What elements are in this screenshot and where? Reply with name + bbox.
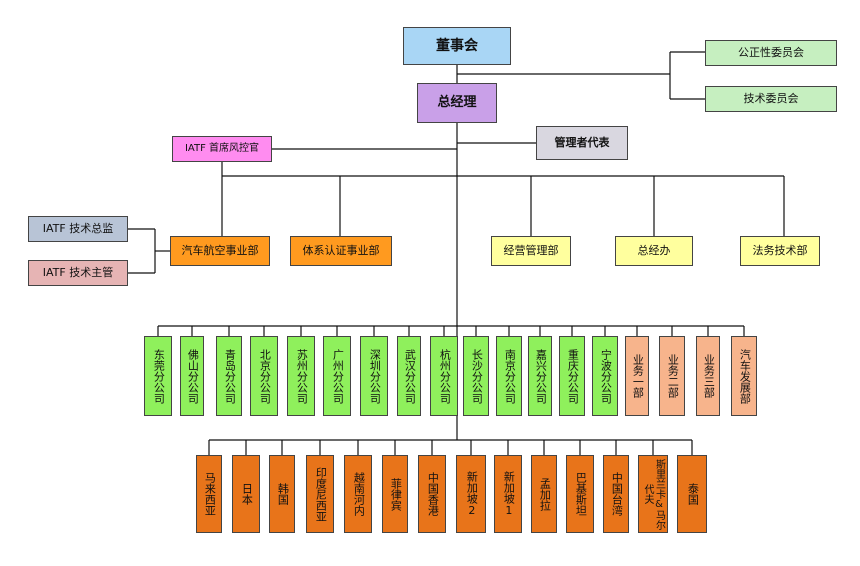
overseas-singapore-2: 新加坡2 bbox=[456, 455, 486, 533]
branch-chongqing: 重庆分公司 bbox=[559, 336, 585, 416]
branch-wuhan: 武汉分公司 bbox=[397, 336, 421, 416]
branch-changsha: 长沙分公司 bbox=[463, 336, 489, 416]
overseas-thailand: 泰国 bbox=[677, 455, 707, 533]
branch-shenzhen: 深圳分公司 bbox=[360, 336, 388, 416]
business-unit-1: 业务一部 bbox=[625, 336, 649, 416]
overseas-indonesia: 印度尼西亚 bbox=[306, 455, 334, 533]
business-unit-2: 业务二部 bbox=[659, 336, 685, 416]
overseas-taiwan: 中国台湾 bbox=[603, 455, 629, 533]
chief-risk-officer-box: IATF 首席风控官 bbox=[172, 136, 272, 162]
overseas-pakistan: 巴基斯坦 bbox=[566, 455, 594, 533]
general-manager-box: 总经理 bbox=[417, 83, 497, 123]
technical-supervisor-box: IATF 技术主管 bbox=[28, 260, 128, 286]
management-representative-box: 管理者代表 bbox=[536, 126, 628, 160]
division-business-management: 经营管理部 bbox=[491, 236, 571, 266]
overseas-vietnam-hanoi: 越南河内 bbox=[344, 455, 372, 533]
overseas-japan: 日本 bbox=[232, 455, 260, 533]
overseas-korea: 韩国 bbox=[269, 455, 295, 533]
division-general-office: 总经办 bbox=[615, 236, 693, 266]
overseas-bangladesh: 孟加拉 bbox=[531, 455, 557, 533]
branch-jiaxing: 嘉兴分公司 bbox=[528, 336, 552, 416]
overseas-srilanka-maldives: 斯里兰卡&马尔代夫 bbox=[638, 455, 668, 533]
division-system-certification: 体系认证事业部 bbox=[290, 236, 392, 266]
branch-hangzhou: 杭州分公司 bbox=[430, 336, 458, 416]
board-box: 董事会 bbox=[403, 27, 511, 65]
technical-director-box: IATF 技术总监 bbox=[28, 216, 128, 242]
branch-qingdao: 青岛分公司 bbox=[216, 336, 242, 416]
division-automotive-aviation: 汽车航空事业部 bbox=[170, 236, 270, 266]
division-legal-technical: 法务技术部 bbox=[740, 236, 820, 266]
branch-guangzhou: 广州分公司 bbox=[323, 336, 351, 416]
overseas-philippines: 菲律宾 bbox=[382, 455, 408, 533]
overseas-singapore-1: 新加坡1 bbox=[494, 455, 522, 533]
overseas-malaysia: 马来西亚 bbox=[196, 455, 222, 533]
branch-beijing: 北京分公司 bbox=[250, 336, 278, 416]
auto-development-dept: 汽车发展部 bbox=[731, 336, 757, 416]
fairness-committee-box: 公正性委员会 bbox=[705, 40, 837, 66]
branch-nanjing: 南京分公司 bbox=[496, 336, 522, 416]
technical-committee-box: 技术委员会 bbox=[705, 86, 837, 112]
branch-foshan: 佛山分公司 bbox=[180, 336, 204, 416]
branch-suzhou: 苏州分公司 bbox=[287, 336, 315, 416]
branch-dongguan: 东莞分公司 bbox=[144, 336, 172, 416]
overseas-hong-kong: 中国香港 bbox=[418, 455, 446, 533]
branch-ningbo: 宁波分公司 bbox=[592, 336, 618, 416]
business-unit-3: 业务三部 bbox=[696, 336, 720, 416]
